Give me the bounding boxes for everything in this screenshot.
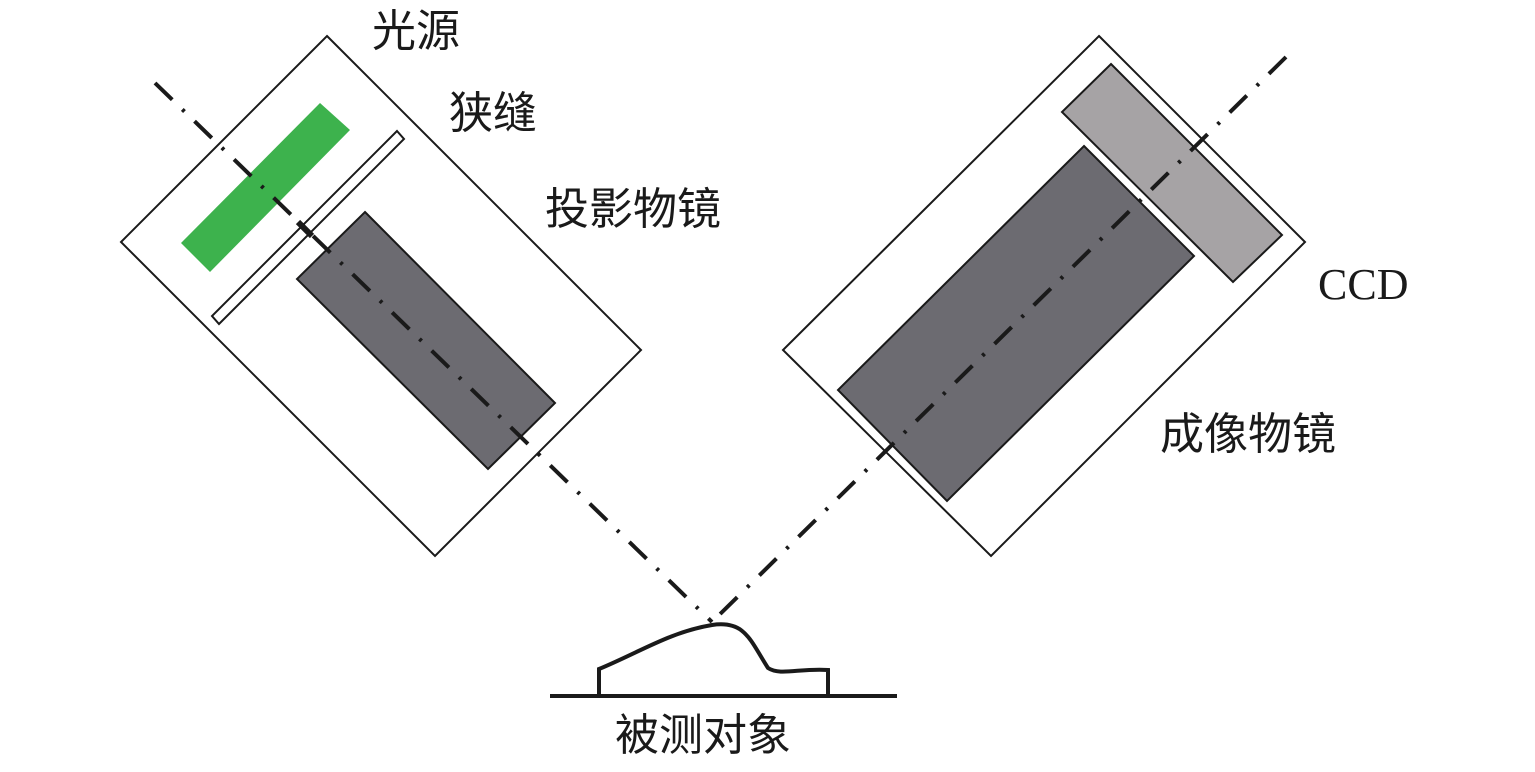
object-profile <box>597 622 830 696</box>
measured-object <box>550 622 897 698</box>
projector-optical-axis <box>153 81 714 624</box>
camera-optical-axis <box>710 55 1288 624</box>
projector-assembly <box>119 34 643 558</box>
ccd-label: CCD <box>1318 260 1409 309</box>
slit-label: 狭缝 <box>449 88 537 139</box>
light-source-label: 光源 <box>372 6 460 57</box>
optical-axes <box>153 55 1288 624</box>
slit-axis-marker <box>295 219 315 239</box>
projection-lens-element <box>295 210 557 471</box>
light-source-element <box>181 103 350 272</box>
projection-lens-label: 投影物镜 <box>545 184 721 235</box>
measured-object-label: 被测对象 <box>615 710 791 761</box>
ccd-element <box>1060 62 1284 284</box>
imaging-lens-label: 成像物镜 <box>1160 409 1336 460</box>
slit-element <box>210 129 406 326</box>
